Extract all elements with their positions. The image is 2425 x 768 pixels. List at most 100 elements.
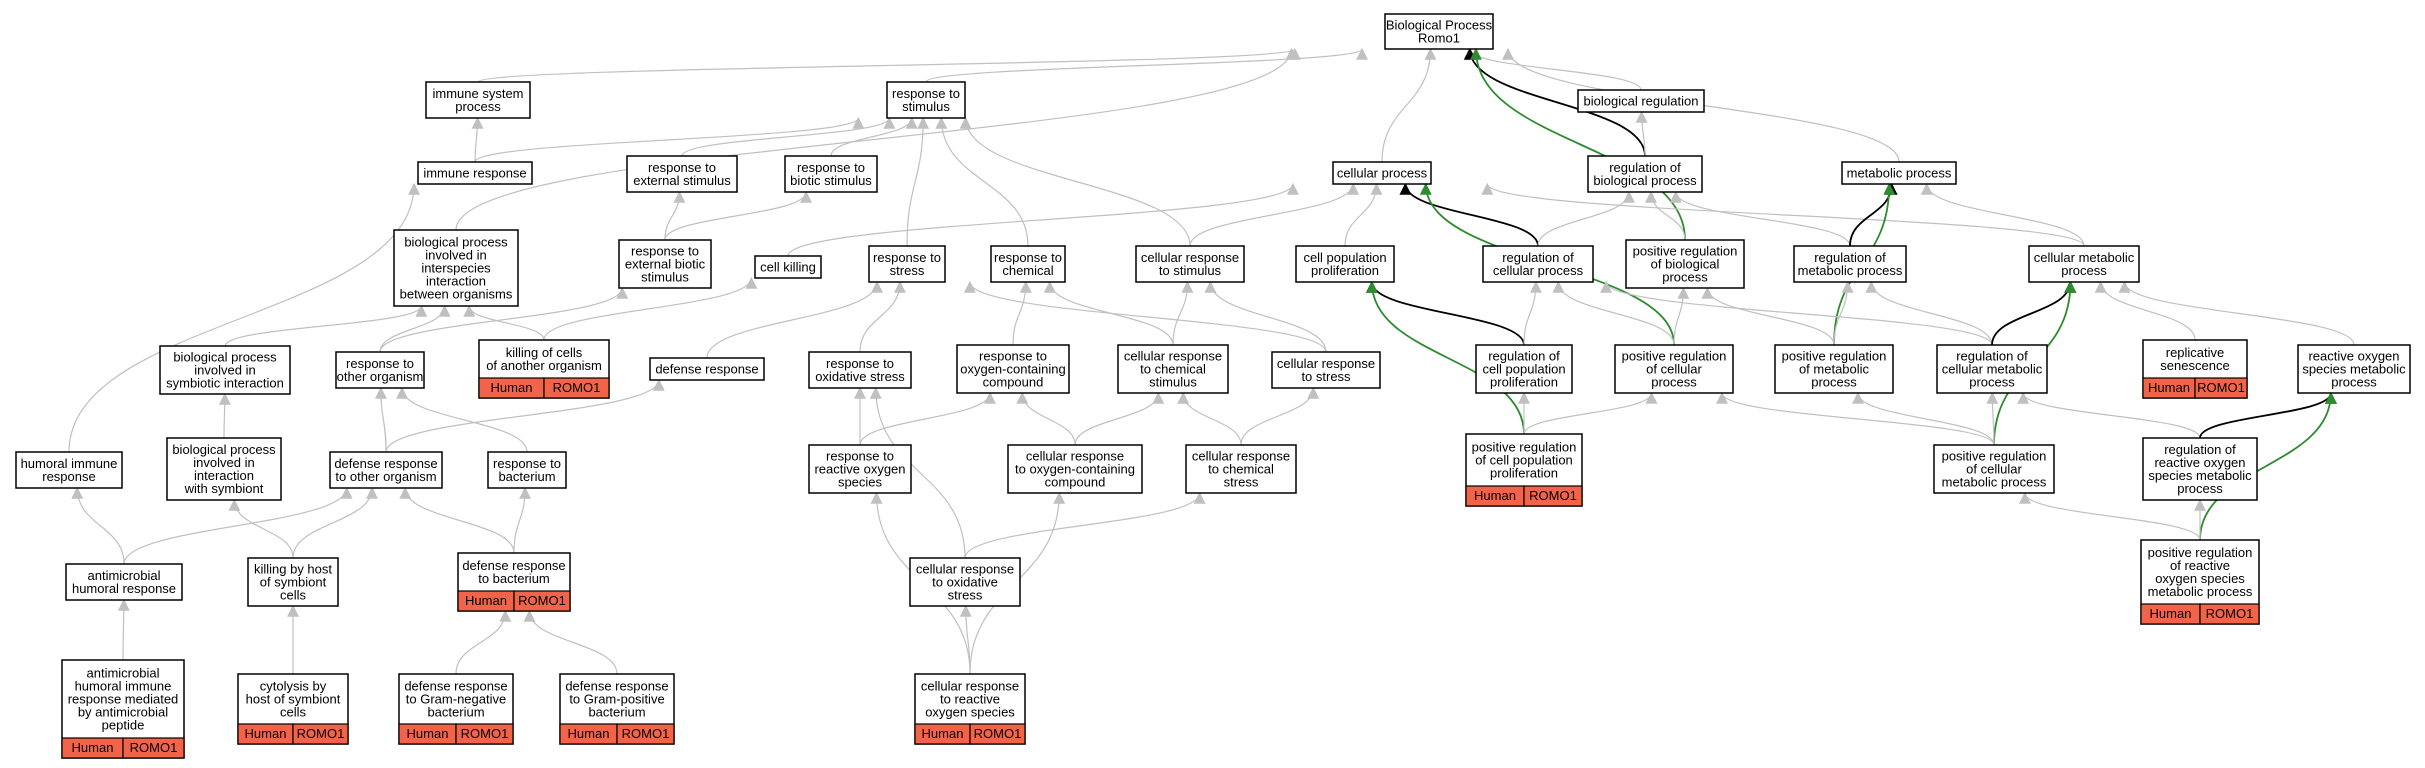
annotation-gene-cell	[2199, 603, 2260, 625]
node-box	[1332, 161, 1432, 185]
node-label-line: immune response	[423, 166, 526, 181]
node-label-line: stress	[948, 588, 983, 603]
node-biological_regulation[interactable]: biological regulation	[1577, 89, 1705, 113]
annotation-species: Human	[2150, 606, 2192, 621]
edge-cellular_response_stimulus-to-response_to_stimulus	[959, 116, 1191, 247]
node-label-line: biological process	[172, 442, 276, 457]
edge-reg_cell_pop_prolif-to-cell_pop_prolif	[1365, 280, 1525, 346]
node-immune_response[interactable]: immune response	[417, 161, 533, 185]
edge-response_bacterium-to-response_other_organism	[396, 386, 528, 453]
edge-immune_response-to-response_to_stimulus	[474, 116, 865, 163]
node-cell_killing[interactable]: cell killing	[754, 255, 822, 279]
node-cellular_process[interactable]: cellular process	[1332, 161, 1432, 185]
edge-response_ext_biotic-to-response_biotic	[664, 190, 813, 241]
node-label-line: reactive oxygen	[2154, 455, 2245, 470]
node-metabolic_process[interactable]: metabolic process	[1841, 161, 1957, 185]
node-label-line: to bacterium	[478, 571, 550, 586]
node-label-line: reactive oxygen	[2308, 349, 2399, 364]
node-label-line: process	[2177, 481, 2223, 496]
annotation-gene-cell	[969, 723, 1026, 745]
annotation-gene: ROMO1	[518, 593, 566, 608]
node-box	[956, 344, 1070, 394]
node-label-line: with symbiont	[184, 481, 264, 496]
edge-killing_cells_other-to-cell_killing	[543, 276, 758, 341]
node-label-line: cellular response	[1026, 449, 1124, 464]
edge-biological_regulation-to-root	[1463, 47, 1642, 91]
node-label-line: humoral immune	[75, 679, 172, 694]
node-box	[886, 81, 966, 119]
annotation-gene-cell	[122, 737, 185, 759]
annotation-species: Human	[407, 726, 449, 741]
node-label-line: to other organism	[335, 469, 436, 484]
node-label-line: positive regulation	[1633, 244, 1738, 259]
node-box	[1577, 89, 1705, 113]
node-label-line: to Gram-positive	[569, 692, 664, 707]
node-label-line: response to	[873, 250, 941, 265]
edge-response_oxygen_compound-to-response_to_chemical	[1012, 280, 1032, 346]
edge-response_external-to-response_to_stimulus	[681, 116, 896, 157]
node-label-line: cellular metabolic	[1942, 362, 2043, 377]
node-label-line: regulation of	[2164, 442, 2236, 457]
edge-cellular_metabolic_process-to-metabolic_process	[1920, 182, 2085, 247]
node-label-line: stimulus	[641, 270, 689, 285]
node-defense_response[interactable]: defense response	[649, 357, 765, 381]
edge-cell_killing-to-cellular_process	[787, 182, 1299, 257]
annotation-gene-cell	[455, 723, 514, 745]
node-box	[808, 351, 912, 389]
edge-pos_reg_cellular_metabolic-to-reg_cellular_metabolic	[1986, 391, 1999, 446]
node-box	[754, 255, 822, 279]
edge-pos_reg_cellular_process-to-pos_reg_bio_process	[1673, 286, 1690, 346]
node-label-line: compound	[1045, 475, 1106, 490]
annotation-gene: ROMO1	[622, 726, 670, 741]
